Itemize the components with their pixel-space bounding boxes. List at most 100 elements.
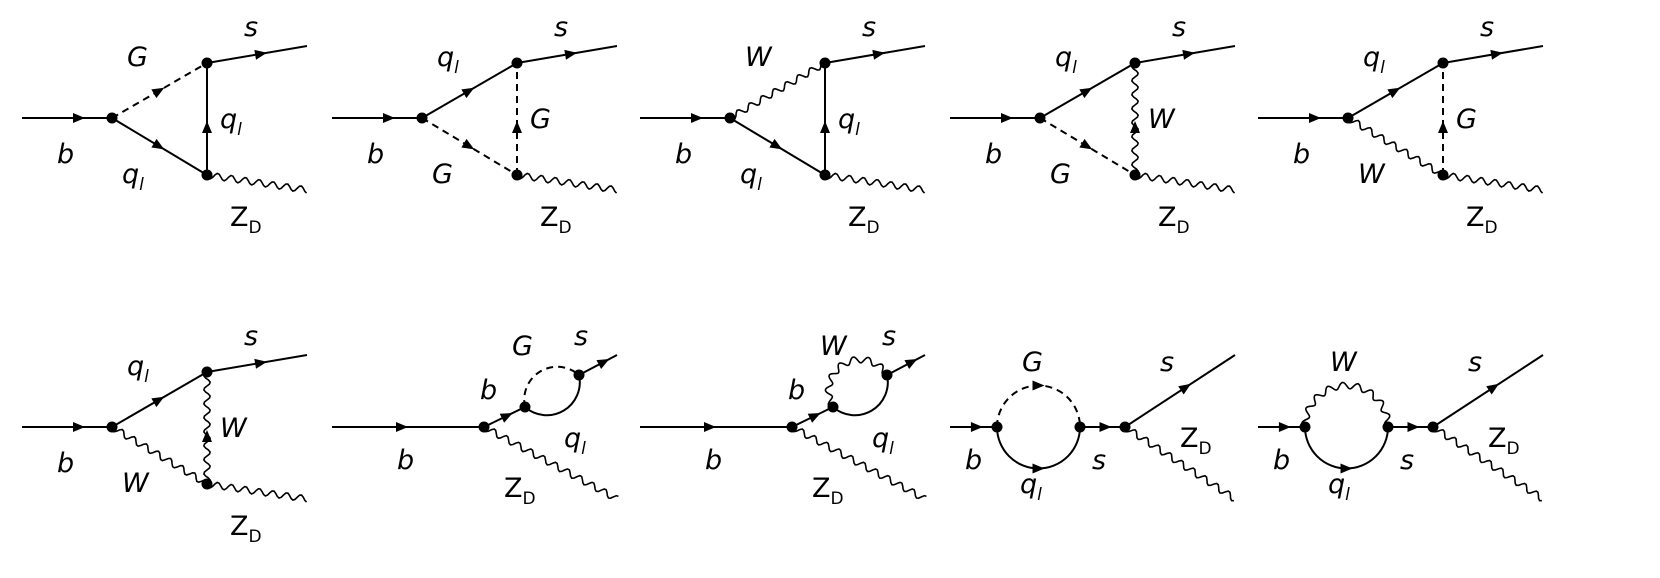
label-boson: ZD	[504, 473, 536, 509]
vertex-dot	[724, 112, 736, 124]
label-outgoing: s	[862, 12, 876, 43]
lower-propagator	[111, 426, 209, 484]
label-incoming: b	[397, 445, 414, 476]
arrow-icon	[499, 413, 513, 423]
vertex-dot	[573, 369, 585, 381]
vertex-dot	[819, 169, 831, 181]
outgoing-quark-line	[1124, 354, 1236, 428]
outgoing-quark-line	[578, 354, 618, 376]
lower-propagator	[1347, 117, 1445, 175]
vertex-dot	[1342, 112, 1354, 124]
arrow-icon	[383, 113, 395, 123]
vertex-dot	[881, 369, 893, 381]
label-vertical-propagator: W	[1148, 104, 1176, 135]
vertex-dot	[1074, 421, 1086, 433]
label-loop-top: G	[512, 331, 533, 362]
dark-z-boson-line	[206, 481, 308, 503]
arrow-icon	[1182, 49, 1195, 60]
arrow-icon	[1079, 138, 1093, 150]
dark-z-boson-line	[1124, 426, 1234, 502]
arrow-icon	[1032, 380, 1045, 391]
label-loop-bottom: ql	[872, 423, 894, 459]
label-outgoing: s	[1468, 347, 1482, 378]
loop-top-propagator	[523, 365, 580, 408]
vertex-dot	[1427, 421, 1439, 433]
label-incoming: b	[985, 139, 1002, 170]
arrow-icon	[769, 138, 783, 150]
label-boson: ZD	[812, 473, 844, 509]
arrow-icon	[564, 49, 577, 60]
vertex-dot	[1119, 421, 1131, 433]
vertex-dot	[201, 57, 213, 69]
arrow-icon	[1032, 463, 1045, 474]
arrow-icon	[807, 413, 821, 423]
label-loop-top: G	[1022, 347, 1043, 378]
outgoing-quark-line	[886, 354, 926, 376]
label-upper-propagator: ql	[437, 42, 459, 78]
vertex-dot	[1129, 169, 1141, 181]
label-vertical-propagator: G	[530, 104, 551, 135]
label-lower-propagator: W	[122, 468, 150, 499]
loop-bottom-propagator	[524, 374, 581, 417]
dark-z-boson-line	[1432, 426, 1542, 502]
upper-propagator	[729, 59, 824, 120]
arrow-icon	[1387, 87, 1401, 99]
dark-z-boson-line	[824, 172, 926, 194]
label-upper-propagator: W	[745, 42, 773, 73]
label-incoming: b	[1273, 445, 1290, 476]
label-loop-bottom: ql	[1020, 469, 1042, 505]
label-outgoing: s	[1172, 12, 1186, 43]
arrow-icon	[151, 138, 165, 150]
label-lower-propagator: ql	[740, 159, 762, 195]
lower-propagator	[421, 117, 518, 176]
vertex-dot	[511, 57, 523, 69]
label-upper-propagator: ql	[1055, 42, 1077, 78]
loop-bottom-propagator	[996, 426, 1081, 470]
label-loop-top: W	[1330, 347, 1358, 378]
label-internal-quark: b	[480, 375, 497, 406]
vertex-dot	[1382, 421, 1394, 433]
vertex-dot	[201, 366, 213, 378]
arrow-icon	[1079, 87, 1093, 99]
label-internal-quark: s	[1400, 445, 1414, 476]
label-vertical-propagator: ql	[838, 104, 860, 140]
label-incoming: b	[57, 139, 74, 170]
vertex-dot	[519, 401, 531, 413]
dark-z-boson-line	[516, 172, 618, 194]
label-vertical-propagator: ql	[220, 104, 242, 140]
vertex-dot	[1034, 112, 1046, 124]
arrow-icon	[512, 121, 522, 133]
vertex-dot	[827, 401, 839, 413]
vertex-dot	[511, 169, 523, 181]
arrow-icon	[1001, 113, 1013, 123]
label-vertical-propagator: W	[220, 413, 248, 444]
label-outgoing: s	[574, 321, 588, 352]
label-upper-propagator: ql	[127, 351, 149, 387]
arrow-icon	[461, 87, 475, 99]
vertex-dot	[819, 57, 831, 69]
arrow-icon	[872, 49, 885, 60]
lower-propagator	[1039, 117, 1136, 176]
arrow-icon	[904, 359, 918, 370]
arrow-icon	[820, 121, 830, 133]
vertical-propagator	[1130, 62, 1140, 176]
arrow-icon	[1407, 422, 1420, 432]
label-boson: ZD	[848, 202, 880, 238]
arrow-icon	[704, 422, 716, 432]
vertex-dot	[1299, 421, 1311, 433]
vertex-dot	[1129, 57, 1141, 69]
vertex-dot	[1437, 57, 1449, 69]
label-loop-bottom: ql	[564, 423, 586, 459]
arrow-icon	[254, 49, 267, 60]
arrow-icon	[396, 422, 408, 432]
arrow-icon	[461, 138, 475, 150]
label-boson: ZD	[230, 511, 262, 547]
